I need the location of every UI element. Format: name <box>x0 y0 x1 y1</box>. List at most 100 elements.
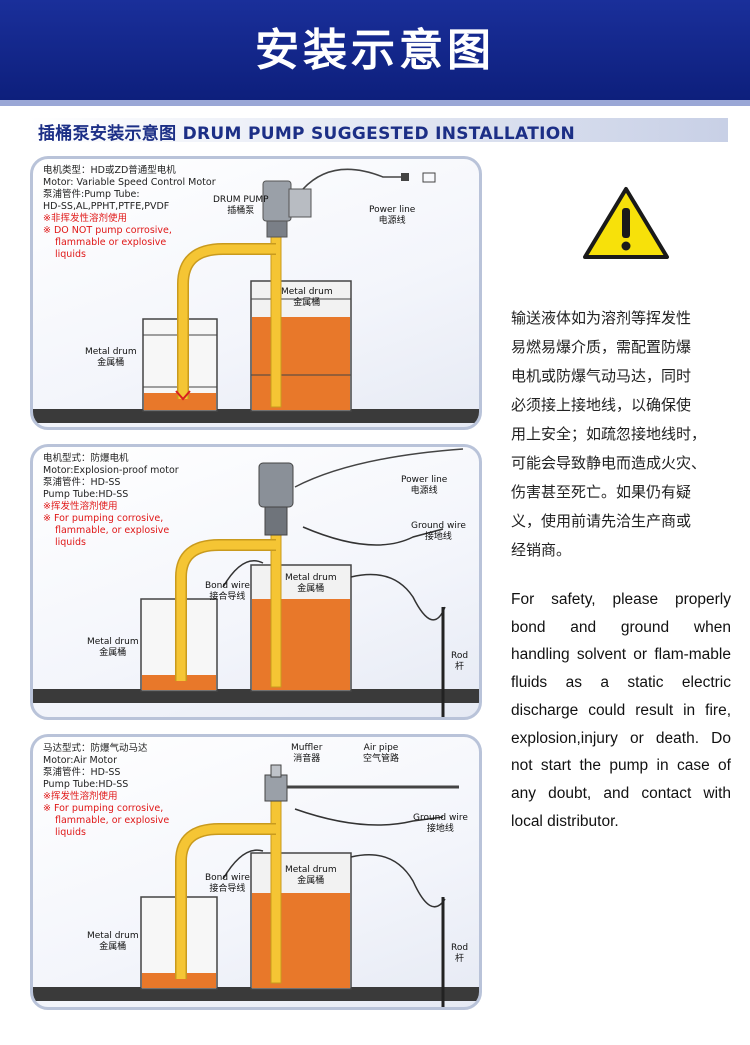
bond-wire <box>222 849 264 880</box>
bond-wire-label-en: Bond wire <box>205 581 250 591</box>
diagram-panel-standard-motor: 电机类型：HD或ZD普通型电机 Motor: Variable Speed Co… <box>30 156 482 430</box>
notice-line-cn: 伤害甚至死亡。如果仍有疑 <box>511 483 692 501</box>
muffler-label-en: Muffler <box>291 743 323 753</box>
spec-block: 电机型式：防爆电机 Motor:Explosion-proof motor 泵浦… <box>43 453 179 549</box>
warning-line: liquids <box>55 249 86 260</box>
ground-wire-label: Ground wire 接地线 <box>413 813 468 835</box>
right-drum-liquid <box>252 893 350 988</box>
air-pipe-label-en: Air pipe <box>363 743 399 753</box>
right-drum-label-cn: 金属桶 <box>297 584 325 594</box>
left-drum-label: Metal drum 金属桶 <box>85 347 137 369</box>
left-drum-label-en: Metal drum <box>87 637 139 647</box>
right-drum-label-cn: 金属桶 <box>297 876 325 886</box>
bond-wire-label-en: Bond wire <box>205 873 250 883</box>
power-line <box>302 168 401 190</box>
warning-line: liquids <box>55 537 86 548</box>
warning-line: ※非挥发性溶剂使用 <box>43 213 127 224</box>
spec-line: Motor:Explosion-proof motor <box>43 465 179 476</box>
right-drum-liquid <box>252 317 350 410</box>
safety-notice-cn: 输送液体如为溶剂等挥发性 易燃易爆介质，需配置防爆 电机或防爆气动马达，同时 必… <box>511 304 737 565</box>
power-line-label-cn: 电源线 <box>378 216 406 226</box>
drum-pump-diagram <box>33 448 479 717</box>
power-plug-icon <box>401 173 409 181</box>
power-line-label-en: Power line <box>401 475 448 485</box>
notice-line-cn: 输送液体如为溶剂等挥发性 <box>511 309 692 327</box>
right-drum-label: Metal drum 金属桶 <box>281 287 333 309</box>
left-drum-label: Metal drum 金属桶 <box>87 637 139 659</box>
warning-line: flammable, or explosive <box>55 815 170 826</box>
section-title-bar <box>28 118 728 142</box>
diagram-panel-air-motor: 马达型式：防爆气动马达 Motor:Air Motor 泵浦管件：HD-SS P… <box>30 734 482 1010</box>
ground-wire-label: Ground wire 接地线 <box>411 521 466 543</box>
spec-line: Motor:Air Motor <box>43 755 118 766</box>
spec-line: Pump Tube:HD-SS <box>43 489 129 500</box>
notice-line-cn: 经销商。 <box>511 541 572 559</box>
diagram-panel-explosion-proof-motor: 电机型式：防爆电机 Motor:Explosion-proof motor 泵浦… <box>30 444 482 720</box>
ground-wire-label-cn: 接地线 <box>424 532 452 542</box>
left-drum-liquid <box>144 393 216 410</box>
spec-line: Pump Tube:HD-SS <box>43 779 129 790</box>
warning-line: ※ For pumping corrosive, <box>43 803 164 814</box>
spec-line: 泵浦管件：HD-SS <box>43 767 121 778</box>
ground-wire-to-rod <box>350 573 446 621</box>
power-line <box>294 448 464 488</box>
muffler-label: Muffler 消音器 <box>291 743 322 765</box>
title-banner <box>0 0 750 100</box>
spec-line: 电机型式：防爆电机 <box>43 453 129 464</box>
pump-head <box>266 220 288 238</box>
warning-line: flammable or explosive <box>55 237 167 248</box>
rod-label-cn: 杆 <box>455 662 465 672</box>
power-line-label-cn: 电源线 <box>410 486 438 496</box>
drum-pump-diagram <box>33 764 479 1007</box>
rod-label-en: Rod <box>451 651 469 661</box>
right-drum-label-en: Metal drum <box>281 287 333 297</box>
power-line-label-en: Power line <box>369 205 416 215</box>
power-line-label: Power line 电源线 <box>401 475 447 497</box>
right-drum-label-cn: 金属桶 <box>293 298 321 308</box>
ground-wire-label-cn: 接地线 <box>426 824 454 834</box>
muffler-label-cn: 消音器 <box>293 754 321 764</box>
pump-tube <box>270 534 282 688</box>
banner-divider <box>0 100 750 106</box>
rod-label-en: Rod <box>451 943 469 953</box>
bond-wire-label-cn: 接合导线 <box>209 884 246 894</box>
pump-tube <box>270 234 282 408</box>
right-drum-liquid <box>252 599 350 690</box>
flow-arrow <box>175 390 191 401</box>
left-drum-liquid <box>142 675 216 690</box>
rod-label: Rod 杆 <box>451 651 468 673</box>
notice-line-cn: 必须接上接地线，以确保使 <box>511 396 692 414</box>
floor <box>33 987 479 1001</box>
ground-wire-to-rod <box>350 853 446 908</box>
warning-line: ※挥发性溶剂使用 <box>43 501 118 512</box>
ground-wire <box>294 808 444 826</box>
discharge-hose <box>176 824 276 979</box>
left-drum-liquid <box>142 973 216 988</box>
floor <box>33 409 479 423</box>
rod-label: Rod 杆 <box>451 943 468 965</box>
discharge-hose <box>178 244 276 399</box>
spec-line: 马达型式：防爆气动马达 <box>43 743 148 754</box>
discharge-hose <box>176 540 276 681</box>
drum-pump-diagram <box>33 168 479 423</box>
right-drum-label: Metal drum 金属桶 <box>285 865 337 887</box>
spec-block: 电机类型：HD或ZD普通型电机 Motor: Variable Speed Co… <box>43 165 216 261</box>
bond-wire <box>222 560 264 588</box>
left-drum-label: Metal drum 金属桶 <box>87 931 139 953</box>
power-socket-icon <box>422 172 436 183</box>
drum-pump-label-cn: 插桶泵 <box>227 206 255 216</box>
left-drum-label-cn: 金属桶 <box>99 648 127 658</box>
page-title: 安装示意图 <box>255 25 495 76</box>
safety-notice-en: For safety, please properly bond and gro… <box>511 591 731 830</box>
section-title: 插桶泵安装示意图 DRUM PUMP SUGGESTED INSTALLATIO… <box>38 124 575 144</box>
notice-line-cn: 义，使用前请先洽生产商或 <box>511 512 692 530</box>
floor <box>33 689 479 703</box>
air-pipe-label: Air pipe 空气管路 <box>363 743 399 765</box>
ground-wire-label-en: Ground wire <box>413 813 468 823</box>
spec-line: Motor: Variable Speed Control Motor <box>43 177 216 188</box>
warning-triangle-icon <box>583 187 669 259</box>
left-drum-label-en: Metal drum <box>85 347 137 357</box>
warning-line: ※ For pumping corrosive, <box>43 513 164 524</box>
drum-pump-label: DRUM PUMP 插桶泵 <box>213 195 269 217</box>
bond-wire-label-cn: 接合导线 <box>209 592 246 602</box>
